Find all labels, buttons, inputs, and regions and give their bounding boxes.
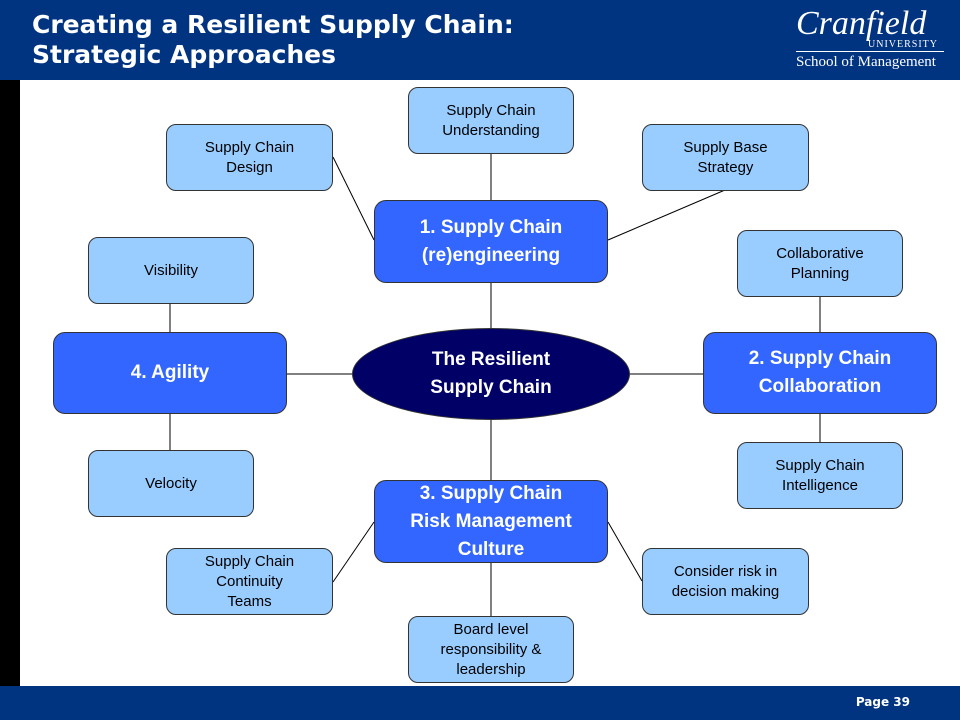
left-accent-bar: [0, 80, 20, 686]
node-velocity: Velocity: [88, 450, 254, 517]
cranfield-logo: Cranfield UNIVERSITY School of Managemen…: [790, 5, 952, 74]
logo-university: UNIVERSITY: [868, 39, 938, 50]
page-number: Page 39: [855, 695, 910, 709]
node-agility: 4. Agility: [53, 332, 287, 414]
node-resilient-supply-chain: The Resilient Supply Chain: [352, 328, 630, 420]
node-supply-chain-design: Supply Chain Design: [166, 124, 333, 191]
node-supply-chain-collaboration: 2. Supply Chain Collaboration: [703, 332, 937, 414]
node-board-level-leadership: Board level responsibility & leadership: [408, 616, 574, 683]
node-supply-chain-understanding: Supply Chain Understanding: [408, 87, 574, 154]
logo-name: Cranfield: [796, 5, 927, 42]
header-bar: Creating a Resilient Supply Chain: Strat…: [0, 0, 960, 80]
page-title: Creating a Resilient Supply Chain: Strat…: [32, 10, 514, 69]
footer-bar: Page 39: [0, 686, 960, 720]
link-consider-risk: [607, 521, 643, 582]
node-collaborative-planning: Collaborative Planning: [737, 230, 903, 297]
link-supply-base: [607, 189, 726, 241]
link-continuity: [332, 521, 375, 583]
logo-divider: [796, 51, 944, 52]
node-supply-base-strategy: Supply Base Strategy: [642, 124, 809, 191]
node-continuity-teams: Supply Chain Continuity Teams: [166, 548, 333, 615]
node-supply-chain-reengineering: 1. Supply Chain (re)engineering: [374, 200, 608, 283]
link-design: [332, 156, 375, 241]
node-risk-management-culture: 3. Supply Chain Risk Management Culture: [374, 480, 608, 563]
node-visibility: Visibility: [88, 237, 254, 304]
node-supply-chain-intelligence: Supply Chain Intelligence: [737, 442, 903, 509]
node-consider-risk: Consider risk in decision making: [642, 548, 809, 615]
logo-school: School of Management: [796, 54, 936, 70]
